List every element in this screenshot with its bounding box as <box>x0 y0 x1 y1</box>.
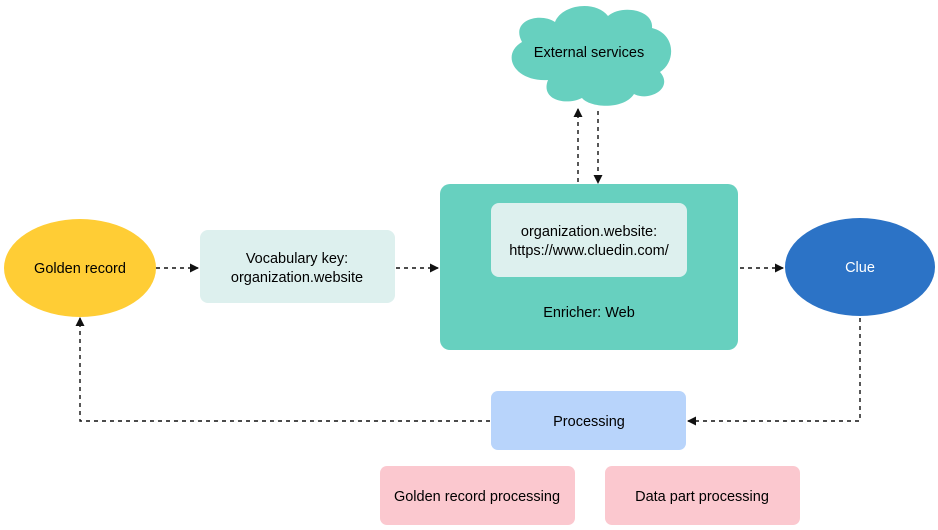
golden-record-processing-node: Golden record processing <box>380 466 575 525</box>
golden-record-processing-label: Golden record processing <box>394 489 560 505</box>
golden-record-ellipse <box>4 219 156 317</box>
data-part-processing-node: Data part processing <box>605 466 800 525</box>
clue-node: Clue <box>785 218 935 316</box>
external-services-label: External services <box>534 45 644 61</box>
website-value-line1: organization.website: <box>521 224 657 240</box>
cloud-shape <box>511 5 672 106</box>
vocabulary-key-line2: organization.website <box>231 270 363 286</box>
edges <box>75 108 861 426</box>
edge-clue-to-processing <box>687 318 861 426</box>
data-part-processing-box <box>605 466 800 525</box>
edge-processing-to-golden-record <box>75 317 490 422</box>
processing-node: Processing <box>491 391 686 450</box>
enricher-node: organization.website: https://www.cluedi… <box>440 184 738 350</box>
clue-label: Clue <box>845 260 875 276</box>
website-value-line2: https://www.cluedin.com/ <box>509 243 670 259</box>
processing-label: Processing <box>553 414 625 430</box>
external-services-node: External services <box>511 5 672 106</box>
vocabulary-key-node: Vocabulary key: organization.website <box>200 230 395 303</box>
golden-record-processing-box <box>380 466 575 525</box>
vocabulary-key-line1: Vocabulary key: <box>246 251 348 267</box>
golden-record-node: Golden record <box>4 219 156 317</box>
vocabulary-key-box <box>200 230 395 303</box>
website-value-box <box>491 203 687 277</box>
data-part-processing-label: Data part processing <box>635 489 769 505</box>
enricher-label: Enricher: Web <box>543 305 635 321</box>
clue-ellipse <box>785 218 935 316</box>
processing-box <box>491 391 686 450</box>
golden-record-label: Golden record <box>34 261 126 277</box>
